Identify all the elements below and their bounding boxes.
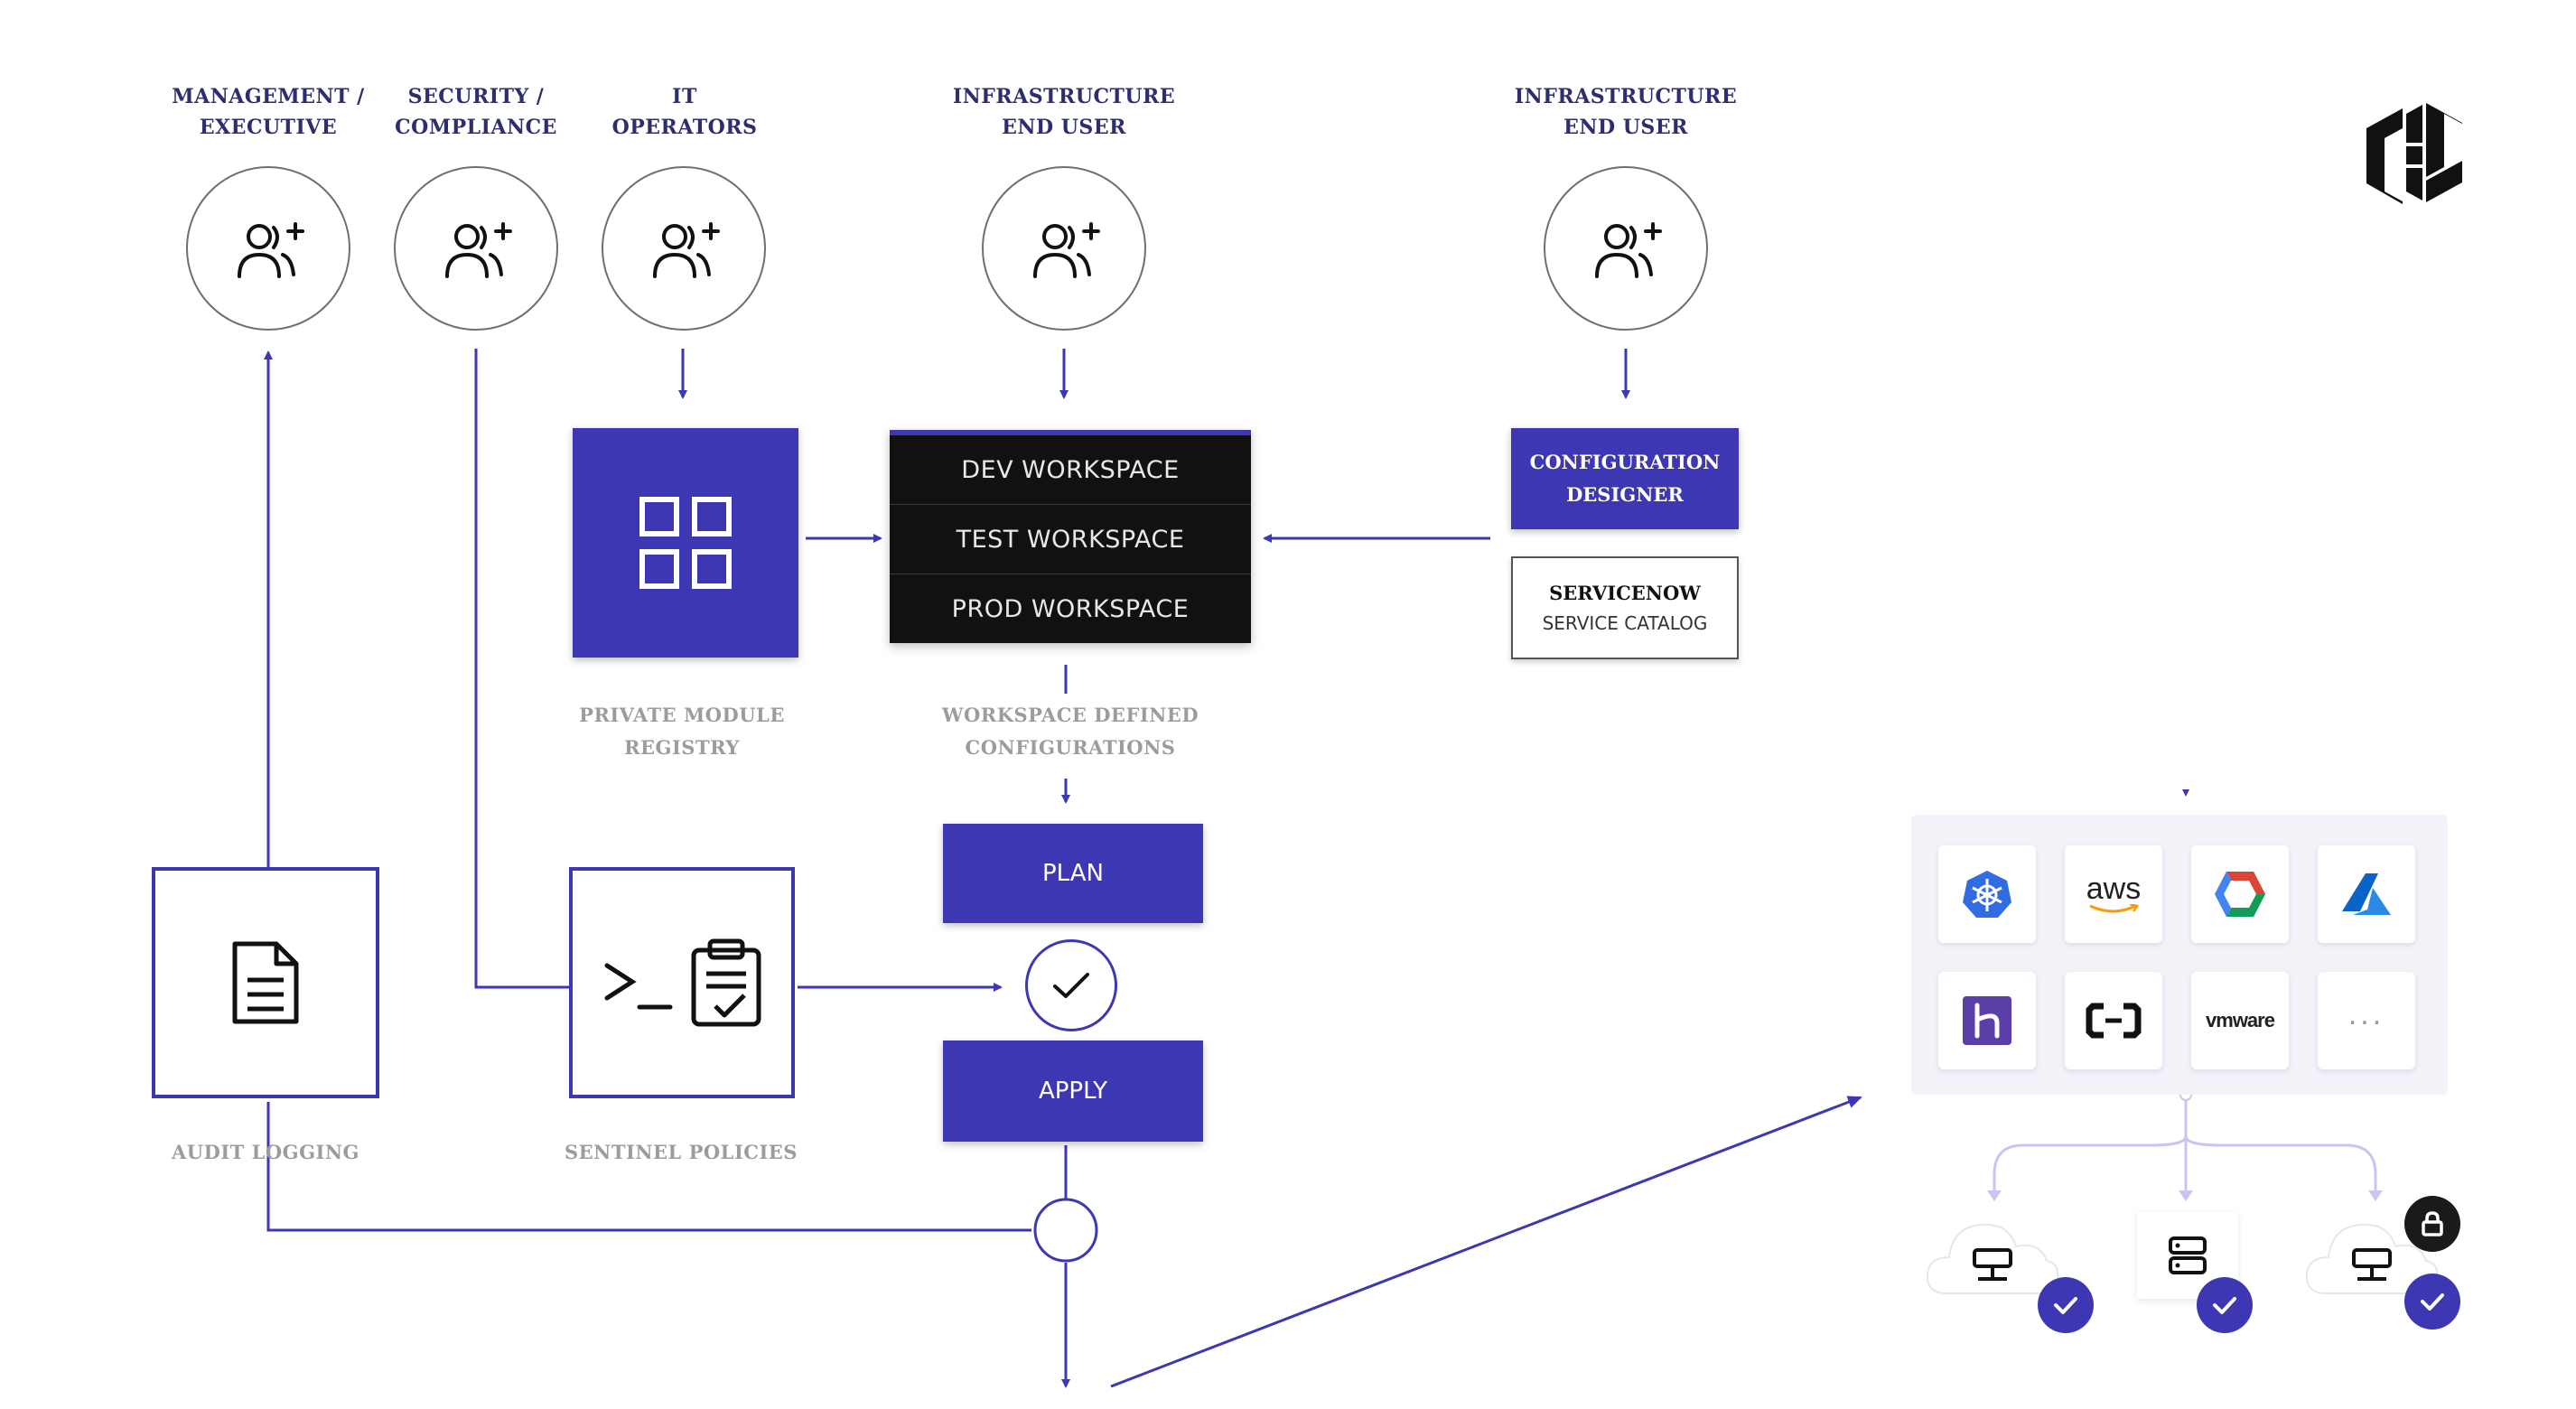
apply-step: APPLY — [943, 1040, 1203, 1142]
aws-label: aws — [2086, 872, 2142, 906]
azure-icon — [2342, 873, 2391, 915]
sentinel-policies — [569, 867, 795, 1098]
persona-label: IT OPERATORS — [611, 85, 758, 139]
audit-logging — [152, 867, 379, 1098]
cloud-server-icon — [2301, 1205, 2446, 1308]
private-module-registry-caption: PRIVATE MODULE REGISTRY — [579, 704, 785, 759]
provider-heroku[interactable] — [1938, 972, 2036, 1069]
hashicorp-logo-icon — [2366, 101, 2462, 208]
more-label: ... — [2347, 997, 2385, 1031]
persona-label: INFRASTRUCTURE END USER — [1514, 85, 1738, 139]
persona-label: MANAGEMENT / EXECUTIVE — [172, 85, 365, 139]
audit-logging-caption: AUDIT LOGGING — [172, 1141, 359, 1163]
gcp-icon — [2215, 872, 2265, 917]
persona-label: INFRASTRUCTURE END USER — [952, 85, 1176, 139]
lock-icon — [2404, 1196, 2460, 1252]
check-icon — [2404, 1274, 2460, 1330]
workspace-stack: DEV WORKSPACE TEST WORKSPACE PROD WORKSP… — [890, 430, 1251, 643]
configuration-designer[interactable]: CONFIGURATION DESIGNER — [1511, 428, 1739, 529]
configuration-designer-label: CONFIGURATION DESIGNER — [1529, 451, 1721, 506]
aws-smile-icon — [2089, 904, 2139, 913]
dev-workspace[interactable]: DEV WORKSPACE — [961, 455, 1180, 484]
test-workspace[interactable]: TEST WORKSPACE — [890, 504, 1251, 574]
servicenow-title: SERVICENOW — [1549, 582, 1701, 604]
apply-label: APPLY — [1038, 1078, 1108, 1105]
line-security-to-sentinel — [474, 349, 571, 989]
sentinel-policies-caption: SENTINEL POLICIES — [565, 1141, 798, 1163]
add-user-icon — [394, 166, 558, 331]
alibaba-cloud-icon — [2086, 1003, 2142, 1039]
provider-kubernetes[interactable] — [1938, 845, 2036, 943]
add-user-icon — [982, 166, 1146, 331]
provider-alibaba[interactable] — [2065, 972, 2162, 1069]
module-grid-icon — [639, 497, 732, 589]
terminal-icon — [604, 963, 673, 1010]
provider-panel: aws vmware ... — [1911, 815, 2448, 1095]
plan-step: PLAN — [943, 824, 1203, 923]
servicenow-catalog[interactable]: SERVICENOW SERVICE CATALOG — [1511, 556, 1739, 659]
heroku-icon — [1963, 996, 2011, 1045]
check-icon — [2038, 1277, 2094, 1333]
clipboard-check-icon — [691, 938, 761, 1027]
private-module-registry — [573, 428, 798, 658]
add-user-icon — [1544, 166, 1708, 331]
provider-azure[interactable] — [2318, 845, 2415, 943]
line-node-to-audit — [266, 1102, 1031, 1232]
servicenow-subtitle: SERVICE CATALOG — [1542, 612, 1708, 634]
vmware-label: vmware — [2206, 1009, 2275, 1031]
flow-node — [1033, 1198, 1098, 1263]
provider-gcp[interactable] — [2191, 845, 2289, 943]
cloud-server-icon — [1922, 1205, 2067, 1308]
workspace-defined-configurations-caption: WORKSPACE DEFINED CONFIGURATIONS — [941, 704, 1199, 759]
provider-more[interactable]: ... — [2318, 972, 2415, 1069]
prod-workspace[interactable]: PROD WORKSPACE — [890, 574, 1251, 643]
add-user-icon — [602, 166, 766, 331]
provider-vmware[interactable]: vmware — [2191, 972, 2289, 1069]
document-icon — [232, 941, 299, 1024]
add-user-icon — [186, 166, 350, 331]
persona-label: SECURITY / COMPLIANCE — [395, 85, 557, 139]
arrow-to-providers — [1110, 1096, 1862, 1388]
check-icon — [2197, 1277, 2253, 1333]
plan-label: PLAN — [1042, 860, 1104, 887]
check-icon — [1025, 939, 1117, 1031]
kubernetes-icon — [1963, 871, 2011, 918]
provider-aws[interactable]: aws — [2065, 845, 2162, 943]
